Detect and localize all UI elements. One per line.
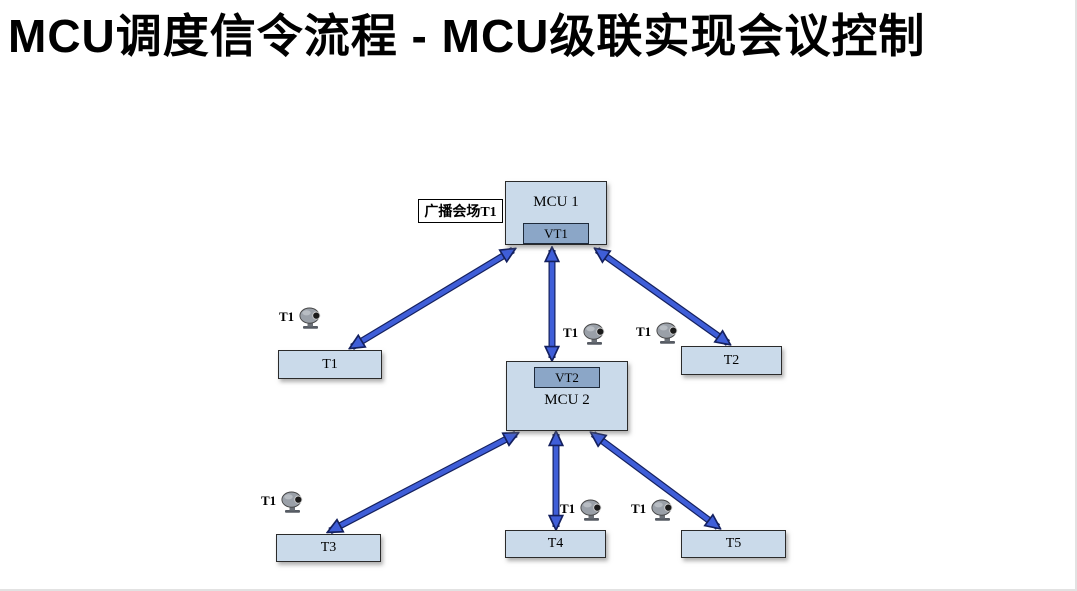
video-camera-icon: [647, 498, 677, 522]
camera-label: T1: [261, 493, 277, 508]
camera-near-t3: T1: [261, 490, 307, 514]
camera-label: T1: [636, 324, 652, 339]
camera-label: T1: [560, 501, 576, 516]
node-t2: T2: [681, 346, 782, 375]
camera-near-mcu-link: T1: [563, 322, 609, 346]
arrow-mcu2-t3: [330, 434, 516, 531]
camera-near-t2: T1: [636, 321, 682, 345]
video-camera-icon: [652, 321, 682, 345]
camera-near-t4: T1: [560, 498, 606, 522]
video-camera-icon: [295, 306, 325, 330]
arrow-mcu1-t1-casing: [350, 247, 515, 350]
video-camera-icon: [579, 322, 609, 346]
node-vt2: VT2: [534, 367, 600, 388]
mcu2-label: MCU 2: [544, 392, 590, 408]
broadcast-site-label: 广播会场T1: [418, 199, 503, 223]
camera-label: T1: [563, 325, 579, 340]
video-camera-icon: [576, 498, 606, 522]
arrow-mcu2-t3-casing: [328, 430, 518, 535]
node-t3: T3: [276, 534, 381, 562]
node-mcu2: VT2 MCU 2: [506, 361, 628, 431]
page-title: MCU调度信令流程 - MCU级联实现会议控制: [8, 10, 926, 62]
node-t5: T5: [681, 530, 786, 558]
node-t4: T4: [505, 530, 606, 558]
mcu1-label: MCU 1: [533, 194, 579, 210]
camera-label: T1: [631, 501, 647, 516]
camera-near-t1: T1: [279, 306, 325, 330]
video-camera-icon: [277, 490, 307, 514]
camera-label: T1: [279, 309, 295, 324]
node-mcu1: MCU 1 VT1: [505, 181, 607, 245]
node-vt1: VT1: [523, 223, 589, 244]
node-t1: T1: [278, 350, 382, 379]
arrow-mcu1-t1: [352, 250, 513, 347]
camera-near-t5: T1: [631, 498, 677, 522]
